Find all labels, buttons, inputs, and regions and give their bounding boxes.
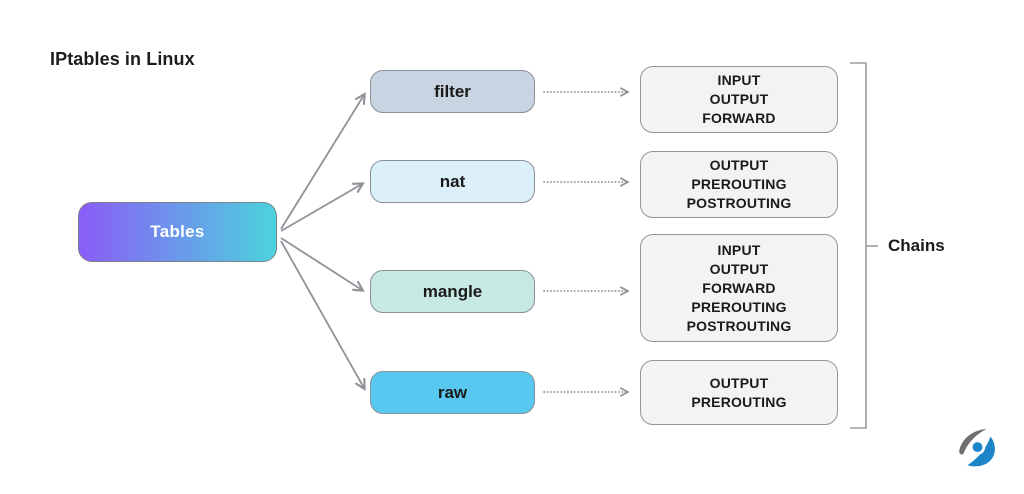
table-node-filter: filter xyxy=(370,70,535,113)
chain-box-filter: INPUT OUTPUT FORWARD xyxy=(640,66,838,133)
chain-box-mangle: INPUT OUTPUT FORWARD PREROUTING POSTROUT… xyxy=(640,234,838,342)
tables-node-label: Tables xyxy=(150,222,205,241)
tables-node: Tables xyxy=(78,202,277,262)
arrow-tables-to-filter xyxy=(280,95,364,230)
brand-logo-dot xyxy=(969,439,986,455)
brand-logo-gray-swoosh xyxy=(959,428,987,455)
chain-box-nat: OUTPUT PREROUTING POSTROUTING xyxy=(640,151,838,218)
table-node-raw: raw xyxy=(370,371,535,414)
diagram-title: IPtables in Linux xyxy=(50,49,195,69)
table-node-nat: nat xyxy=(370,160,535,203)
table-node-mangle: mangle xyxy=(370,270,535,313)
chains-bracket-label: Chains xyxy=(888,236,945,255)
brand-logo-blue-drop xyxy=(967,436,995,467)
brand-logo-icon xyxy=(959,428,995,467)
chains-bracket xyxy=(850,62,867,429)
chain-box-raw: OUTPUT PREROUTING xyxy=(640,360,838,425)
arrow-tables-to-mangle xyxy=(280,237,362,290)
arrow-tables-to-raw xyxy=(280,240,364,388)
arrow-tables-to-nat xyxy=(280,184,362,232)
